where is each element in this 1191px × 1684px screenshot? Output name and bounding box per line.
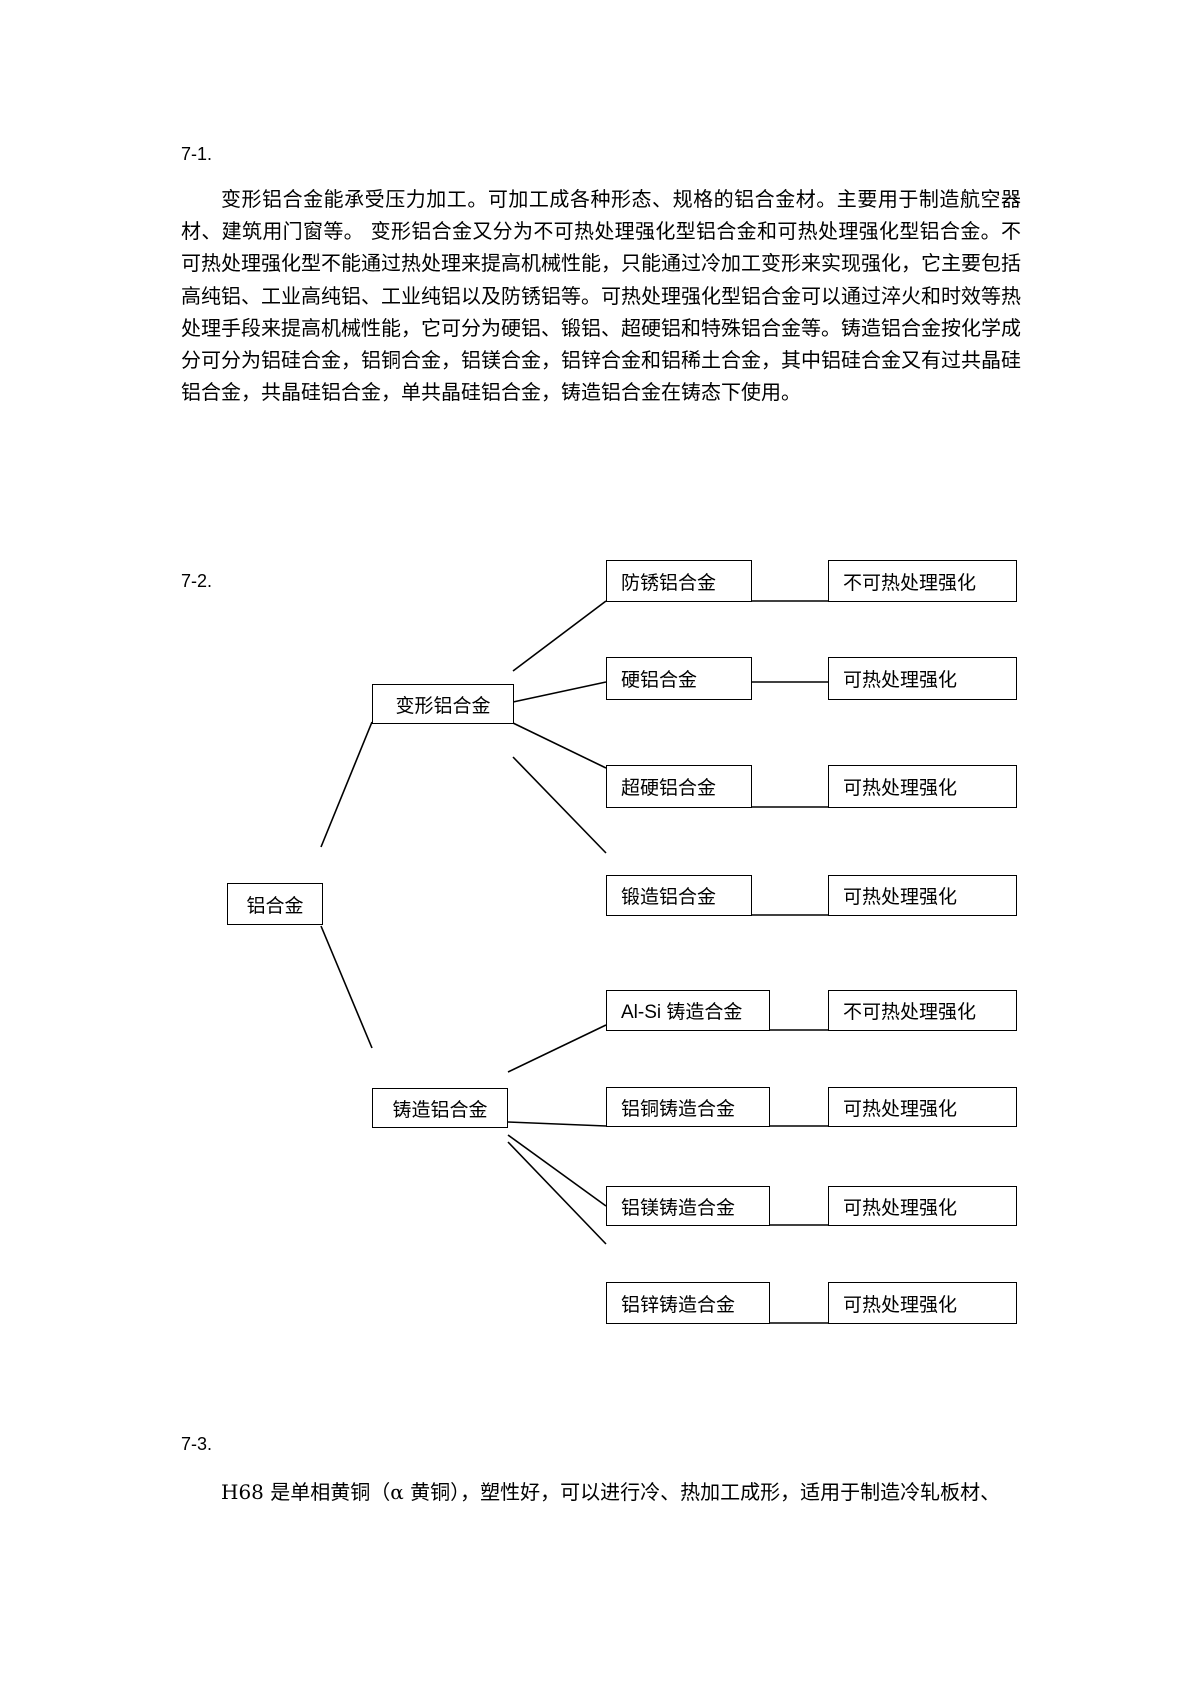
leaf-node-4: 锻造铝合金 (606, 875, 752, 916)
mid-node-cast: 铸造铝合金 (372, 1088, 508, 1128)
connector-root-cast (320, 925, 373, 1049)
leaf-node-6: 铝铜铸造合金 (606, 1087, 770, 1127)
connector-root-wrought (320, 721, 373, 848)
connector-wrought-leaf4 (512, 756, 607, 854)
root-node: 铝合金 (227, 883, 323, 925)
leaf-node-7: 铝镁铸造合金 (606, 1186, 770, 1226)
connector-wrought-leaf1 (512, 600, 607, 672)
section-label-7-3: 7-3. (181, 1434, 213, 1454)
prop-node-6: 可热处理强化 (828, 1087, 1017, 1127)
leaf-node-5-text: Al-Si 铸造合金 (621, 1002, 743, 1023)
connector-cast-leaf8 (507, 1141, 607, 1245)
connector-wrought-leaf2 (512, 681, 607, 703)
prop-node-3: 可热处理强化 (828, 765, 1017, 808)
prop-node-7: 可热处理强化 (828, 1186, 1017, 1226)
mid-node-wrought: 变形铝合金 (372, 684, 514, 724)
prop-node-2: 可热处理强化 (828, 657, 1017, 700)
paragraph-7-1-text: 变形铝合金能承受压力加工。可加工成各种形态、规格的铝合金材。主要用于制造航空器材… (181, 187, 1021, 405)
paragraph-7-1: 变形铝合金能承受压力加工。可加工成各种形态、规格的铝合金材。主要用于制造航空器材… (181, 183, 1021, 408)
connector-cast-leaf7 (507, 1134, 607, 1207)
prop-node-8: 可热处理强化 (828, 1282, 1017, 1324)
prop-node-1: 不可热处理强化 (828, 560, 1017, 602)
connector-wrought-leaf3 (512, 722, 607, 769)
paragraph-7-3: H68 是单相黄铜（α 黄铜），塑性好，可以进行冷、热加工成形，适用于制造冷轧板… (181, 1476, 1021, 1508)
connector-cast-leaf5 (507, 1024, 607, 1073)
leaf-node-2: 硬铝合金 (606, 657, 752, 700)
leaf-node-3: 超硬铝合金 (606, 765, 752, 808)
section-label-7-1: 7-1. (181, 144, 213, 164)
leaf-node-8: 铝锌铸造合金 (606, 1282, 770, 1324)
prop-node-4: 可热处理强化 (828, 875, 1017, 916)
leaf-node-5: Al-Si 铸造合金 (606, 990, 770, 1031)
section-label-7-2: 7-2. (181, 571, 213, 591)
leaf-node-1: 防锈铝合金 (606, 560, 752, 602)
paragraph-7-3-text: H68 是单相黄铜（α 黄铜），塑性好，可以进行冷、热加工成形，适用于制造冷轧板… (221, 1480, 1001, 1504)
connector-cast-leaf6 (507, 1121, 607, 1127)
prop-node-5: 不可热处理强化 (828, 990, 1017, 1031)
